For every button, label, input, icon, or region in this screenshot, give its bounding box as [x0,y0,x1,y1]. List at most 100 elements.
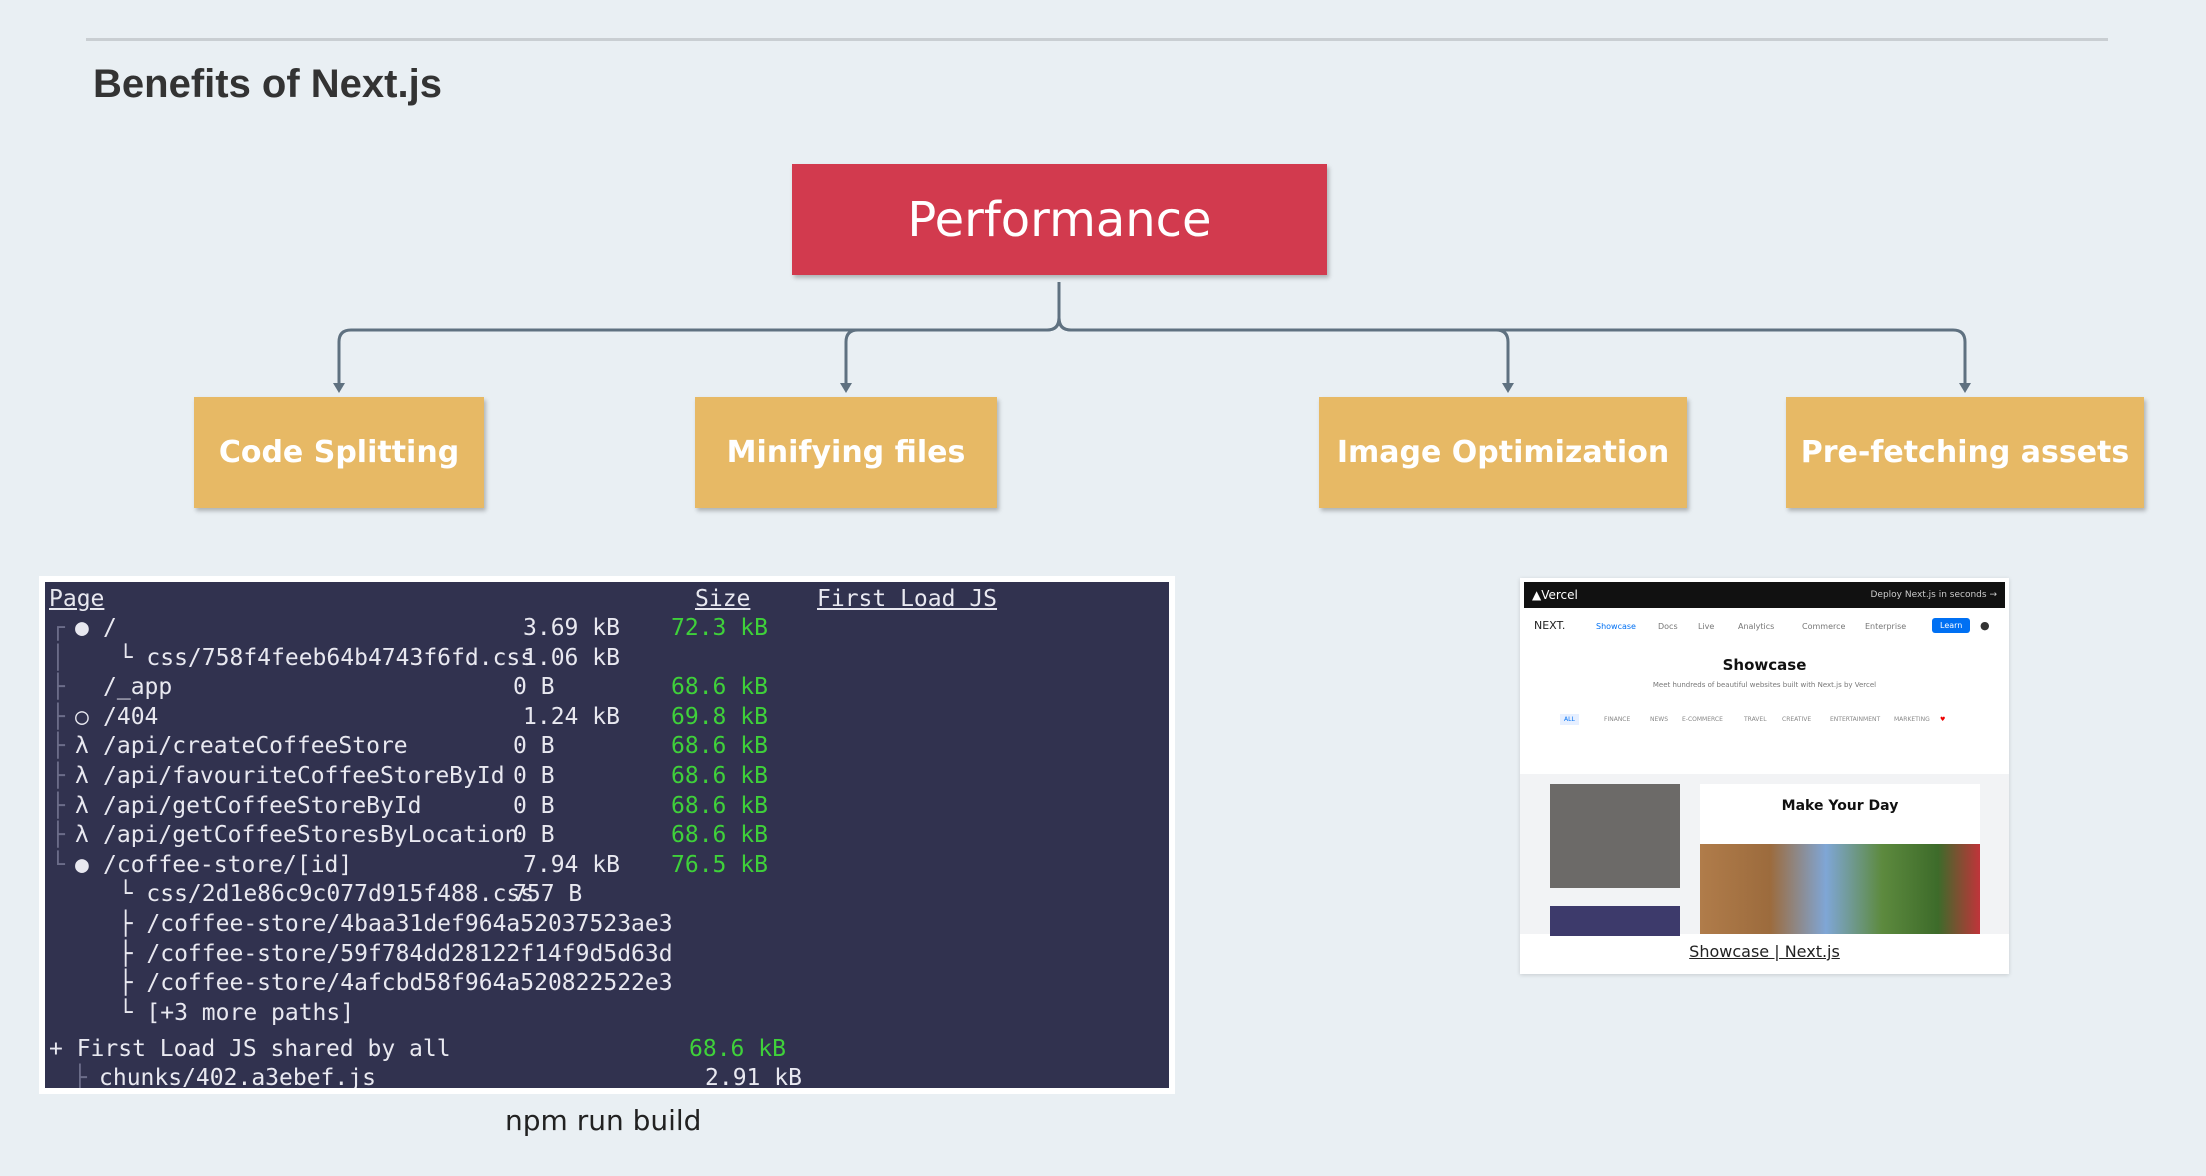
shared-label: + First Load JS shared by all [49,1036,451,1062]
route-size: 0 B [513,763,555,789]
chunk-path: chunks/402.a3ebef.js [99,1065,376,1088]
nav-live: Live [1698,622,1715,631]
route-size: 0 B [513,674,555,701]
showcase-card-thumbnail [1550,784,1680,888]
route-first-load: 68.6 kB [671,792,768,819]
performance-diagram [333,282,1971,393]
route-size: 0 B [513,733,555,760]
nav-learn-button: Learn [1932,618,1971,633]
terminal-row: ├ ○ /404 1.24 kB 69.8 kB [45,702,1169,732]
tree-glyph: ├ [51,792,65,819]
route-first-load: 68.6 kB [671,822,768,849]
terminal-row: ├ λ/api/getCoffeeStoreById 0 B 68.6 kB [45,791,1169,821]
route-type-marker: ● [75,851,89,878]
vercel-logo: ▲Vercel [1532,588,1578,602]
route-path: /api/getCoffeeStoreById [103,792,422,819]
tree-glyph: └ [51,851,65,878]
route-path: /api/getCoffeeStoresByLocation [103,822,519,849]
filter-ecommerce: E-COMMERCE [1682,716,1723,723]
image-optimization-node: Image Optimization [1319,397,1687,508]
tree-glyph: ├ [51,763,65,789]
route-size: 3.69 kB [523,615,620,641]
tree-glyph: ├ [51,703,65,730]
route-size: 7.94 kB [523,851,620,878]
header-first-load: First Load JS [817,586,998,612]
route-first-load: 69.8 kB [671,703,768,730]
chunk-row: ├ chunks/402.a3ebef.js 2.91 kB [45,1063,1169,1088]
filter-news: NEWS [1650,716,1669,723]
showcase-nav: NEXT. Showcase Docs Live Analytics Comme… [1520,612,2009,642]
route-size: 0 B [513,792,555,819]
arrowhead-minifying [840,383,852,393]
nav-commerce: Commerce [1802,622,1846,631]
route-first-load: 68.6 kB [671,733,768,760]
route-path: └ css/2d1e86c9c077d915f488.css [91,881,535,908]
header-page: Page [49,586,105,612]
tree-glyph: ├ [51,822,65,849]
route-first-load: 68.6 kB [671,674,768,701]
arrowhead-prefetch [1959,383,1971,393]
tree-glyph: │ [51,644,65,671]
showcase-filters: ALL FINANCE NEWS E-COMMERCE TRAVEL CREAT… [1560,714,1980,728]
route-path: /api/createCoffeeStore [103,733,408,760]
connector-to-minify [844,317,1061,385]
filter-entertainment: ENTERTAINMENT [1830,716,1881,723]
npm-caption: npm run build [505,1104,702,1137]
route-type-marker: λ [75,822,89,849]
filter-creative: CREATIVE [1782,716,1812,723]
route-type-marker: ○ [75,703,89,730]
route-path: / [103,615,117,641]
showcase-subheading: Meet hundreds of beautiful websites buil… [1652,681,1877,689]
connector-to-prefetch [1057,317,1967,385]
route-path: └ css/758f4feeb64b4743f6fd.css [91,644,535,671]
route-first-load: 72.3 kB [671,615,768,641]
terminal-row: └ [+3 more paths] [45,998,1169,1028]
showcase-screenshot: ▲Vercel Deploy Next.js in seconds → NEXT… [1520,578,2009,974]
shared-first-load: 68.6 kB [689,1036,786,1062]
route-path: /404 [103,703,159,730]
chunk-size: 2.91 kB [705,1065,802,1088]
tree-glyph: ├ [51,733,65,760]
terminal-row: ├ /coffee-store/59f784dd28122f14f9d5d63d [45,939,1169,969]
connector-trunk [337,282,1061,385]
filter-marketing: MARKETING [1894,716,1930,723]
route-type-marker: λ [75,792,89,819]
prefetching-assets-node: Pre-fetching assets [1786,397,2144,508]
heart-icon: ♥ [1940,716,1946,723]
top-divider [86,38,2108,41]
showcase-caption: Showcase | Next.js [1520,942,2009,961]
tree-glyph: ┌ [51,615,65,641]
route-path: ├ /coffee-store/4afcbd58f964a520822522e3 [91,970,673,997]
route-first-load: 68.6 kB [671,763,768,789]
performance-node: Performance [792,164,1327,275]
route-type-marker: ● [75,615,89,641]
arrowhead-code-splitting [333,383,345,393]
route-path: ├ /coffee-store/59f784dd28122f14f9d5d63d [91,940,673,967]
featured-card-image [1700,844,1980,934]
route-path: ├ /coffee-store/4baa31def964a52037523ae3 [91,911,673,937]
featured-card-title: Make Your Day [1781,798,1899,814]
showcase-card-featured: Make Your Day [1700,784,1980,934]
showcase-caption-link: Showcase | Next.js [1689,942,1840,961]
showcase-heading: Showcase [1722,656,1807,674]
terminal-row: ┌ ● / 3.69 kB 72.3 kB [45,613,1169,643]
route-size: 1.24 kB [523,703,620,730]
vercel-banner: ▲Vercel Deploy Next.js in seconds → [1524,582,2005,608]
chunk-glyph: ├ [73,1065,87,1088]
route-path: /coffee-store/[id] [103,851,353,878]
nextjs-logo: NEXT. [1534,619,1566,632]
minifying-files-node: Minifying files [695,397,997,508]
connector-to-image [1057,317,1510,385]
route-path: /api/favouriteCoffeeStoreById [103,763,505,789]
shared-row: + First Load JS shared by all 68.6 kB [45,1034,1169,1064]
nav-analytics: Analytics [1738,622,1775,631]
route-size: 1.06 kB [523,644,620,671]
terminal-row: ├ /coffee-store/4baa31def964a52037523ae3 [45,909,1169,939]
